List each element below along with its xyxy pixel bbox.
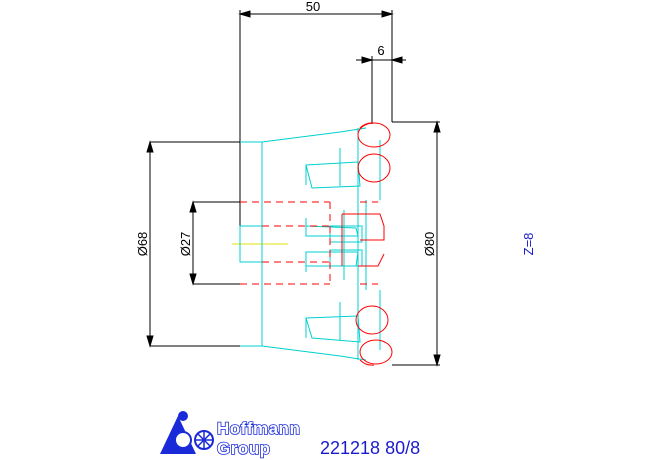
dimension-d27-label: Ø27 bbox=[178, 232, 193, 257]
cutting-inserts bbox=[341, 122, 393, 366]
dimension-d80-label: Ø80 bbox=[422, 232, 437, 257]
logo-line2: Group bbox=[217, 439, 271, 458]
logo-line1: Hoffmann bbox=[217, 419, 300, 438]
hidden-lines bbox=[240, 201, 378, 285]
hoffmann-group-logo: Hoffmann Group bbox=[160, 411, 301, 459]
dimension-lines bbox=[146, 10, 441, 367]
dimension-d68-label: Ø68 bbox=[135, 232, 150, 257]
dimension-50-label: 50 bbox=[306, 0, 320, 14]
part-number: 221218 80/8 bbox=[320, 438, 420, 458]
dimension-6-label: 6 bbox=[377, 43, 384, 58]
teeth-count-label: Z=8 bbox=[521, 233, 536, 256]
